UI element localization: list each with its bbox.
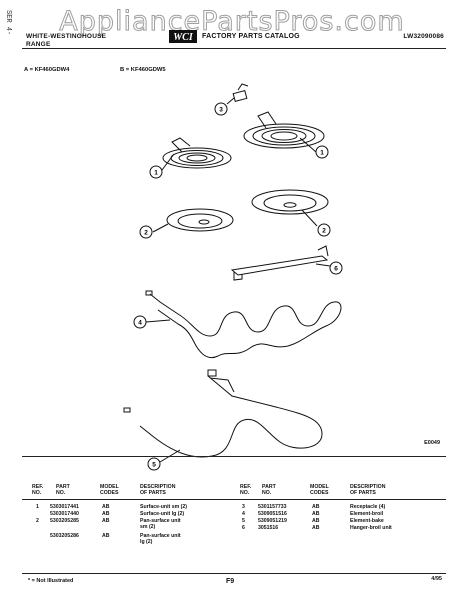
- callout-6: 6: [329, 261, 343, 275]
- product-type: RANGE: [26, 41, 51, 48]
- figure-number: E0049: [424, 440, 440, 446]
- svg-text:2: 2: [322, 228, 326, 235]
- svg-text:4: 4: [138, 320, 142, 327]
- callout-2-right: 2: [317, 223, 331, 237]
- parts-diagram: 1 1 2 2 3: [123, 83, 343, 471]
- svg-text:6: 6: [334, 266, 338, 273]
- document-number: LW32090086: [403, 33, 444, 40]
- model-b: B = KF460GDW5: [120, 67, 166, 73]
- callout-1-left: 1: [149, 165, 163, 179]
- header-ref-right: REF. NO.: [240, 484, 252, 497]
- table-top-rule: [22, 456, 446, 457]
- footer-rule: [22, 573, 446, 574]
- header-desc-right: DESCRIPTION OF PARTS: [350, 484, 386, 497]
- drip-pan-small: [166, 208, 234, 232]
- callout-3: 3: [214, 102, 228, 116]
- model-a: A = KF460GDW4: [24, 67, 70, 73]
- surface-unit-small: [162, 137, 232, 169]
- svg-text:1: 1: [154, 170, 158, 177]
- catalog-sheet: WHITE-WESTINGHOUSE RANGE WCI FACTORY PAR…: [22, 30, 446, 585]
- hanger-broil-unit: [230, 245, 329, 281]
- drip-pan-large: [251, 189, 329, 215]
- callout-1-right: 1: [315, 145, 329, 159]
- bake-element: [123, 369, 323, 458]
- revision-date: 4/95: [431, 576, 442, 582]
- header-bottom-rule: [22, 499, 446, 500]
- callouts: 1 1 2 2 3: [133, 102, 343, 471]
- not-illustrated-note: * = Not Illustrated: [28, 578, 74, 584]
- brand-name: WHITE-WESTINGHOUSE: [26, 33, 107, 40]
- broil-element: [145, 290, 342, 358]
- header-part-right: PART NO.: [262, 484, 276, 497]
- page-number: F9: [226, 578, 235, 585]
- catalog-title: FACTORY PARTS CATALOG: [202, 33, 300, 40]
- header-ref-left: REF. NO.: [32, 484, 44, 497]
- wci-logo: WCI: [169, 30, 197, 43]
- surface-unit-large: [243, 111, 325, 149]
- header-model-right: MODEL CODES: [310, 484, 329, 497]
- svg-text:5: 5: [152, 462, 156, 469]
- brand-block: WHITE-WESTINGHOUSE RANGE: [26, 33, 106, 49]
- svg-text:1: 1: [320, 150, 324, 157]
- header-rule: [22, 48, 446, 49]
- logo-text: WCI: [173, 32, 194, 43]
- edge-text: SER 4-: [4, 10, 12, 36]
- header-desc-left: DESCRIPTION OF PARTS: [140, 484, 176, 497]
- callout-4: 4: [133, 315, 147, 329]
- svg-text:3: 3: [219, 107, 223, 114]
- receptacle: [232, 83, 249, 103]
- watermark: AppliancePartsPros.com: [59, 6, 405, 38]
- header-model-left: MODEL CODES: [100, 484, 119, 497]
- callout-2-left: 2: [139, 225, 153, 239]
- svg-text:2: 2: [144, 230, 148, 237]
- header-part-left: PART NO.: [56, 484, 70, 497]
- callout-5: 5: [147, 457, 161, 471]
